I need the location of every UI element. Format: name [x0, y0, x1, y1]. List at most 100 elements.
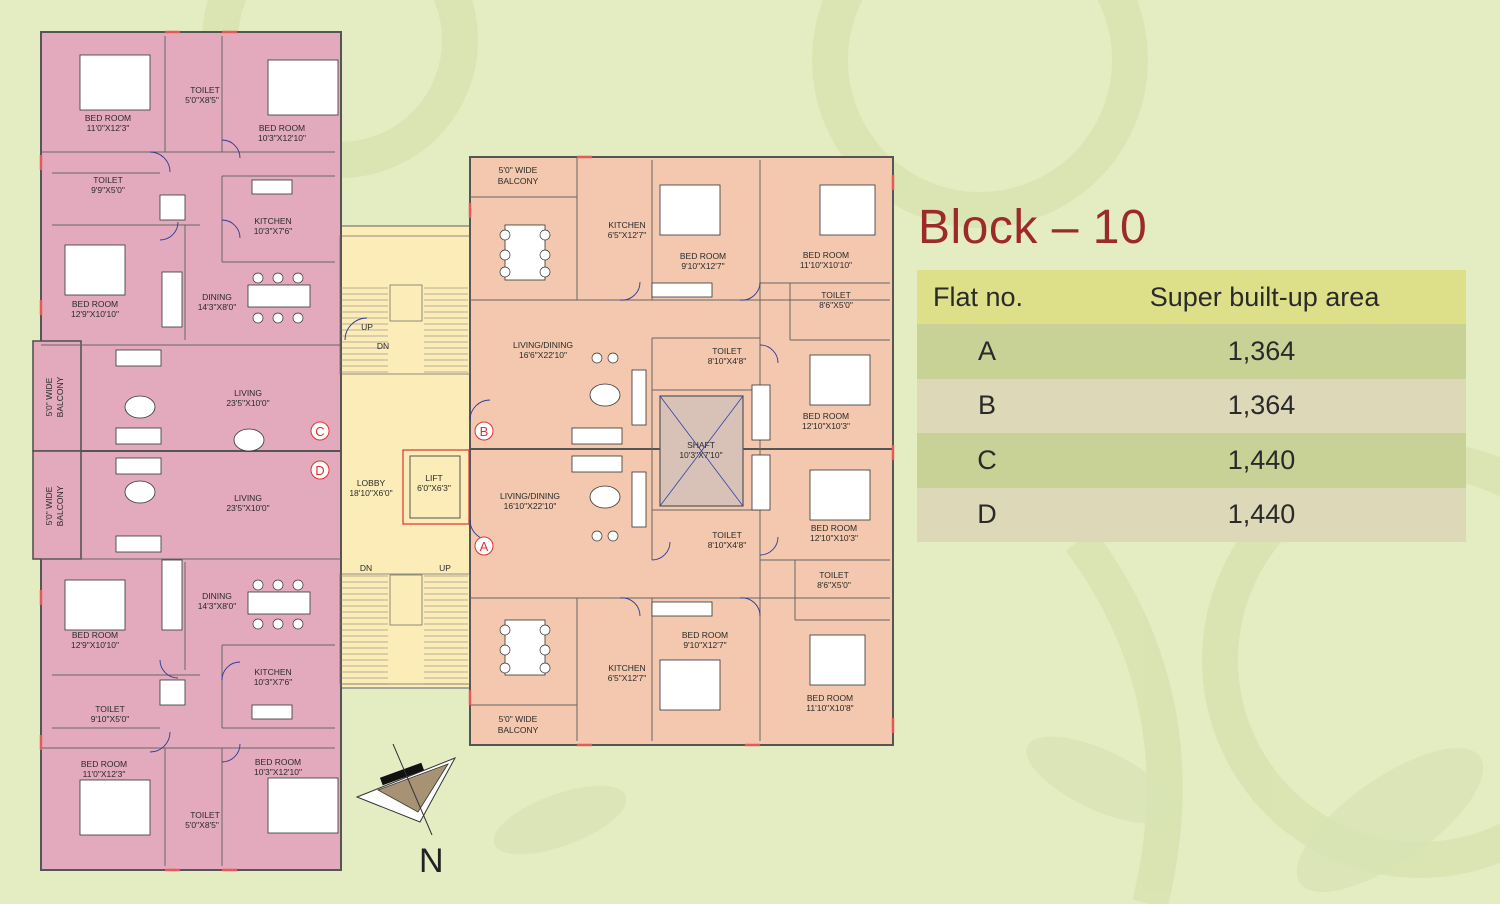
- room-label: KITCHEN: [254, 667, 291, 677]
- room-label: TOILET: [190, 85, 220, 95]
- room-label: TOILET: [819, 570, 849, 580]
- room-label: BED ROOM: [682, 630, 728, 640]
- room-dim: 11'0"X12'3": [83, 769, 126, 779]
- walls-right: [470, 157, 890, 741]
- flat-marker-c-label: C: [315, 424, 324, 439]
- balcony-d: [32, 450, 82, 560]
- room-dim: BALCONY: [498, 176, 539, 186]
- block-title: Block – 10: [918, 201, 1148, 254]
- room-dim: 8'6"X5'0": [819, 300, 853, 310]
- room-dim: 10'3"X12'10": [258, 133, 306, 143]
- flat-marker-b: B: [474, 421, 494, 441]
- room-dim: 12'9"X10'10": [71, 309, 119, 319]
- room-dim: 8'10"X4'8": [708, 356, 747, 366]
- room-dim: 6'0"X6'3": [417, 483, 451, 493]
- compass-icon: [355, 743, 457, 836]
- room-label: BED ROOM: [807, 693, 853, 703]
- room-label: KITCHEN: [254, 216, 291, 226]
- room-dim: 8'6"X5'0": [817, 580, 851, 590]
- room-dim: 23'5"X10'0": [226, 398, 269, 408]
- room-label: BED ROOM: [85, 113, 131, 123]
- room-dim: 10'3"X7'6": [254, 226, 293, 236]
- room-dim: 6'5"X12'7": [608, 673, 647, 683]
- room-dim: 14'3"X8'0": [198, 302, 237, 312]
- labels-right-bottom: LIVING/DINING 16'10"X22'10" TOILET 8'10"…: [498, 491, 858, 735]
- room-dim: BALCONY: [55, 376, 65, 417]
- area-cell: 1,440: [1227, 499, 1296, 530]
- room-dim: 5'0"X8'5": [185, 820, 219, 830]
- room-dim: 11'0"X12'3": [87, 123, 130, 133]
- room-label: BED ROOM: [259, 123, 305, 133]
- stair-top: [339, 235, 471, 375]
- room-label: LIVING: [234, 388, 262, 398]
- balcony-c: [32, 340, 82, 452]
- room-label: LIVING/DINING: [500, 491, 560, 501]
- room-dim: 9'10"X12'7": [681, 261, 724, 271]
- stair-up-label: UP: [439, 563, 451, 573]
- lift: [402, 449, 470, 525]
- flat-marker-d-label: D: [315, 463, 324, 478]
- stair-bottom: [339, 573, 471, 685]
- room-dim: 18'10"X6'0": [349, 488, 392, 498]
- room-dim: 23'5"X10'0": [226, 503, 269, 513]
- room-dim: 12'9"X10'10": [71, 640, 119, 650]
- flat-cell: C: [977, 444, 997, 475]
- room-label: TOILET: [712, 530, 742, 540]
- room-dim: 6'5"X12'7": [608, 230, 647, 240]
- table-row: C 1,440: [917, 433, 1466, 488]
- header-flat-no: Flat no.: [933, 281, 1024, 312]
- flat-cell: D: [977, 499, 997, 530]
- room-label: TOILET: [190, 810, 220, 820]
- room-label: LOBBY: [357, 478, 386, 488]
- compass-north-label: N: [419, 842, 444, 880]
- room-label: SHAFT: [687, 440, 715, 450]
- room-label: 5'0" WIDE: [499, 714, 538, 724]
- room-label: BED ROOM: [72, 299, 118, 309]
- labels-left-top: BED ROOM 11'0"X12'3" TOILET 5'0"X8'5" BE…: [44, 85, 306, 417]
- table-header-row: Flat no. Super built-up area: [917, 270, 1466, 324]
- room-label: 5'0" WIDE: [44, 486, 54, 525]
- room-label: 5'0" WIDE: [44, 377, 54, 416]
- room-label: KITCHEN: [608, 663, 645, 673]
- area-cell: 1,364: [1227, 335, 1296, 366]
- table-row: D 1,440: [917, 487, 1466, 542]
- room-label: DINING: [202, 292, 232, 302]
- room-label: BED ROOM: [72, 630, 118, 640]
- room-dim: 5'0"X8'5": [185, 95, 219, 105]
- room-dim: BALCONY: [498, 725, 539, 735]
- area-cell: 1,440: [1227, 444, 1296, 475]
- room-label: TOILET: [95, 704, 125, 714]
- room-label: DINING: [202, 591, 232, 601]
- room-label: TOILET: [712, 346, 742, 356]
- furniture: [64, 54, 876, 836]
- room-dim: 8'10"X4'8": [708, 540, 747, 550]
- flat-marker-c: C: [310, 421, 330, 441]
- walls-left-top: [41, 36, 341, 346]
- room-dim: 11'10"X10'10": [800, 260, 852, 270]
- room-label: KITCHEN: [608, 220, 645, 230]
- room-dim: 11'10"X10'8": [806, 703, 853, 713]
- stair-up-label: UP: [361, 322, 373, 332]
- room-label: BED ROOM: [811, 523, 857, 533]
- flat-marker-a: A: [474, 536, 494, 556]
- room-label: BED ROOM: [680, 251, 726, 261]
- header-area: Super built-up area: [1149, 281, 1380, 312]
- room-dim: BALCONY: [55, 485, 65, 526]
- flat-cell: A: [977, 335, 996, 366]
- window-marks: [39, 30, 895, 872]
- stair-dn-label: DN: [360, 563, 372, 573]
- flat-marker-a-label: A: [480, 539, 489, 554]
- room-dim: 9'10"X12'7": [683, 640, 726, 650]
- flat-marker-d: D: [310, 460, 330, 480]
- area-table: Flat no. Super built-up area A 1,364 B 1…: [917, 270, 1466, 542]
- room-dim: 9'10"X5'0": [91, 714, 130, 724]
- area-cell: 1,364: [1227, 390, 1296, 421]
- table-row: B 1,364: [917, 378, 1466, 433]
- room-label: LIVING: [234, 493, 262, 503]
- room-label: BED ROOM: [803, 250, 849, 260]
- stair-dn-label: DN: [377, 341, 389, 351]
- room-label: BED ROOM: [255, 757, 301, 767]
- flat-marker-b-label: B: [480, 424, 489, 439]
- room-label: LIVING/DINING: [513, 340, 573, 350]
